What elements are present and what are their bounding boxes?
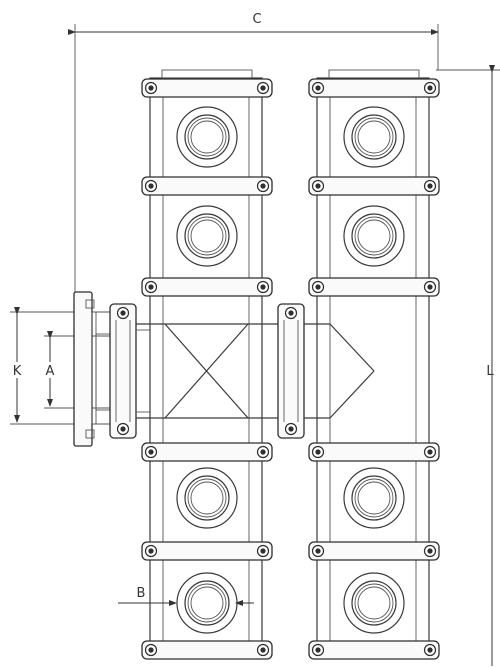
dimension-c: C xyxy=(68,12,439,292)
ports xyxy=(176,106,405,634)
left-vertical-flange xyxy=(109,303,137,439)
label-k: K xyxy=(13,364,22,379)
flange-plate xyxy=(141,640,273,660)
dimension-k: K xyxy=(10,307,75,425)
left-column xyxy=(149,77,263,659)
flange-plate xyxy=(141,78,273,98)
cross-pipe xyxy=(136,323,278,419)
port xyxy=(343,106,405,168)
label-l: L xyxy=(486,364,494,379)
label-c: C xyxy=(252,12,261,27)
label-b: B xyxy=(137,586,146,601)
bolt xyxy=(423,643,437,657)
bolt xyxy=(311,544,325,558)
flange-plate xyxy=(308,176,440,196)
bolt xyxy=(256,280,270,294)
port xyxy=(176,467,238,529)
flow-chevron xyxy=(304,323,375,419)
bolt xyxy=(256,643,270,657)
bolt xyxy=(311,280,325,294)
bolt xyxy=(423,280,437,294)
flange-plate xyxy=(141,176,273,196)
bolt xyxy=(144,544,158,558)
right-top-cap xyxy=(328,69,420,79)
bolt xyxy=(311,179,325,193)
bolt xyxy=(144,179,158,193)
bolt xyxy=(256,544,270,558)
bolt xyxy=(144,81,158,95)
dimension-b: B xyxy=(118,586,254,606)
bolt xyxy=(311,643,325,657)
port xyxy=(176,205,238,267)
left-top-cap xyxy=(161,69,253,79)
port xyxy=(343,205,405,267)
dimension-l: L xyxy=(436,65,500,666)
bolt xyxy=(144,643,158,657)
bolt xyxy=(256,81,270,95)
inlet-flange xyxy=(73,291,111,447)
bolt xyxy=(144,445,158,459)
bolt xyxy=(423,544,437,558)
flange-plate xyxy=(141,277,273,297)
flange-plate xyxy=(308,541,440,561)
bolt xyxy=(423,81,437,95)
middle-vertical-flange xyxy=(277,303,305,439)
flange-plate xyxy=(308,277,440,297)
bolt xyxy=(423,179,437,193)
bolt xyxy=(144,280,158,294)
bolt xyxy=(311,81,325,95)
flange-plates xyxy=(141,78,440,660)
port xyxy=(343,572,405,634)
flange-plate xyxy=(308,442,440,462)
bolt xyxy=(311,445,325,459)
bolt xyxy=(256,445,270,459)
flange-plate xyxy=(141,442,273,462)
flange-plate xyxy=(308,78,440,98)
port xyxy=(343,467,405,529)
port xyxy=(176,572,238,634)
flange-plate xyxy=(141,541,273,561)
bolt xyxy=(256,179,270,193)
bolt xyxy=(423,445,437,459)
port xyxy=(176,106,238,168)
right-column xyxy=(316,77,430,659)
flange-plate xyxy=(308,640,440,660)
label-a: A xyxy=(46,364,55,379)
